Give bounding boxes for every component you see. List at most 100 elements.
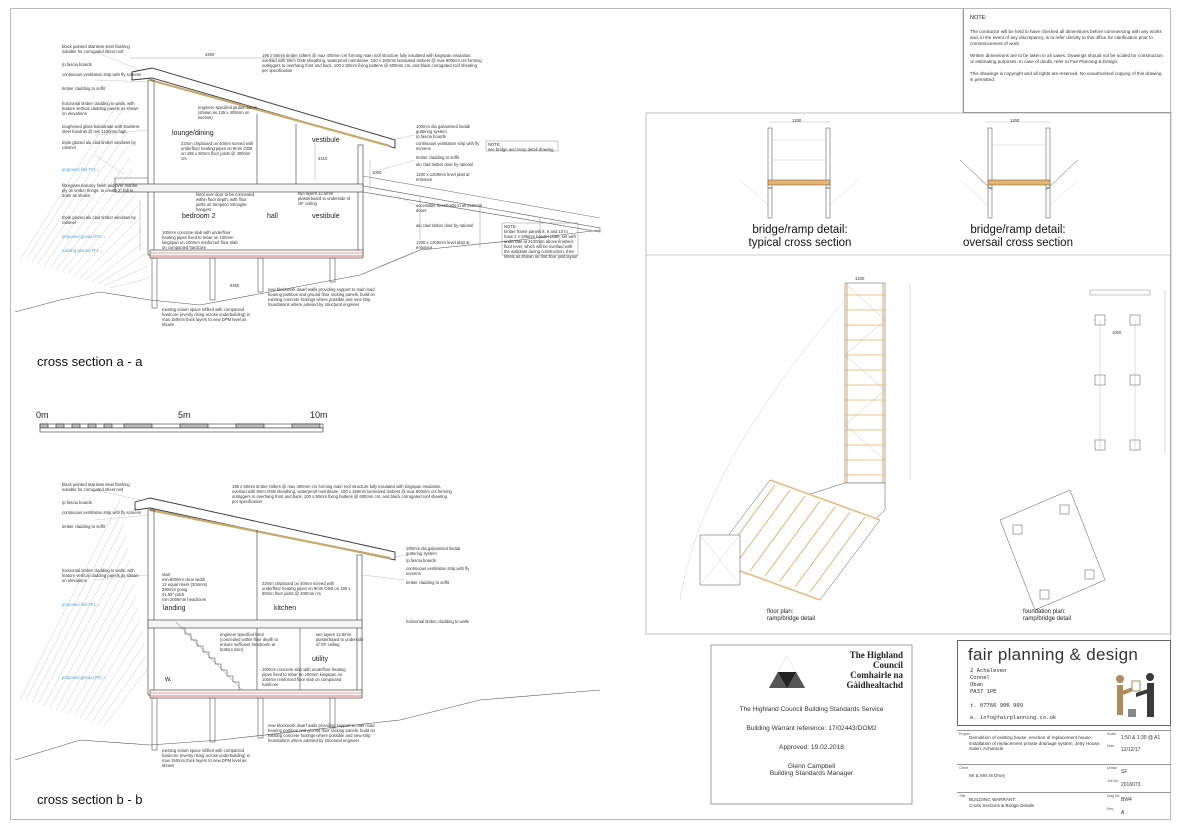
room-vestibule-lower: vestibule [312, 213, 340, 220]
council-name-4: Gàidhealtachd [846, 680, 903, 690]
section-b-piers [151, 697, 336, 751]
tb-client-value: Mr & Mrs M Drury [969, 773, 1006, 778]
room-bedroom-2: bedroom 2 [182, 213, 216, 220]
tb-rev-key: Rev. [1107, 807, 1114, 811]
section-b-note-fascia: rp fascia boards [62, 500, 92, 505]
address-line-3: Oban [970, 682, 984, 688]
tb-dwg-key: Dwg No. [1107, 794, 1121, 798]
oversail-dim: 1200 [1010, 118, 1020, 123]
tb-client-key: Client [959, 766, 968, 770]
tb-row-project: Project Demolition of existing house, er… [957, 730, 1171, 754]
section-a-ramp-rail [362, 175, 601, 219]
section-a-level-ground: proposed ground FFL = [62, 234, 106, 239]
section-b-note-chipboard: 22mm chipboard on 40mm screed with under… [262, 581, 351, 596]
tb-scale-key: Scale [1107, 732, 1116, 736]
section-a-note-vent-r: continuous ventilation strip with fly sc… [416, 141, 480, 151]
section-a-note-slab: 100mm concrete slab with underfloor heat… [162, 230, 238, 250]
section-a-note-windows: triple glazed alu clad timber windows by… [62, 140, 136, 150]
section-b-wall-left [147, 509, 155, 696]
section-b-roof-insulation [149, 508, 391, 560]
section-b-hatch [19, 499, 149, 727]
section-b-title: cross section b - b [37, 792, 143, 807]
section-a-note-fascia-r: rp fascia boards [416, 134, 446, 139]
section-a-note-platt2: 1200 x 1200mm level platt at entrance [416, 240, 470, 250]
approval-text: The Highland Council Building Standards … [711, 706, 912, 777]
section-b-roof [134, 497, 396, 561]
tb-job-value: 2016073 [1121, 782, 1141, 788]
section-a-roof [131, 67, 396, 149]
section-a-title: cross section a - a [37, 354, 143, 369]
section-a-note-vent: continuous ventilation strip with fly sc… [62, 72, 142, 77]
section-a-note-box-2: NOTE: timber frame panels 8, 9 and 10 to… [504, 224, 578, 259]
approval-name: Glenn Campbell [787, 763, 836, 770]
tb-row-client: Client Mr & Mrs M Drury Drawn SF Job No.… [957, 764, 1171, 792]
scale-label-5: 5m [178, 410, 191, 420]
tb-drawn-value: SF [1121, 769, 1128, 775]
section-b-stair [175, 621, 243, 691]
section-a-wall-right [357, 144, 364, 256]
section-b-note-soffit-r: timber cladding to soffit [406, 580, 449, 585]
section-a-note-soffit-r: timber cladding to soffit [416, 155, 459, 160]
tb-date-key: Date [1107, 744, 1115, 748]
section-b-stair-note: stair: min 900mm clear width 12 equal ri… [162, 572, 208, 602]
section-a-note-lintol: lintol over door to be concealed within … [196, 192, 255, 212]
scale-bar [39, 423, 324, 433]
typical-cross-section-drawing [739, 121, 859, 219]
section-a-note-plasterboard: two layers 12.5mm plasterboard to unders… [298, 191, 351, 206]
notes-paragraph-1: The contractor will be held to have chec… [970, 29, 1162, 46]
section-a-roof-insulation [149, 78, 391, 148]
bridge-panel-border [645, 112, 1172, 635]
section-b-note-cladding: horizontal timber cladding to walls, wit… [62, 568, 139, 583]
foundation-dim: 1000 [1112, 330, 1122, 335]
section-a-dim-step: 1000 [372, 170, 382, 175]
figures-logo-icon [1108, 669, 1166, 723]
tb-job-key: Job No. [1107, 779, 1120, 783]
section-a-note-soffit: timber cladding to soffit [62, 86, 105, 91]
practice-brand-block: fair planning & design 2 Achaleven Conne… [957, 640, 1171, 726]
room-vestibule-upper: vestibule [312, 137, 340, 144]
section-a-wall-left [147, 79, 155, 256]
council-name: The Highland Council Comhairle na Gàidhe… [808, 650, 903, 690]
section-a-note-flashing: black painted stainless steel flashing s… [62, 44, 130, 54]
typical-cross-section-title: bridge/ramp detail: typical cross sectio… [748, 224, 852, 249]
practice-phone: t. 07766 906 909 [970, 703, 1023, 709]
oversail-cross-section-drawing [959, 121, 1079, 219]
section-b-note-lintol: engineer specified lintol (concealed wit… [220, 632, 278, 652]
tb-scale-value: 1:50 & 1:30 @ A1 [1121, 735, 1161, 741]
section-a-level-existing: existing ground FFL = [62, 248, 103, 253]
section-b-note-gutter: 100mm dia galvanised lindab guttering sy… [406, 546, 461, 556]
section-a-piers [151, 257, 336, 309]
section-b-note-cladding-r: horizontal timber cladding to walls [406, 619, 469, 624]
section-a-note-thresholds: accessible thresholds to all external do… [416, 203, 483, 213]
section-b-note-solum: existing solum space infilled with compa… [162, 748, 250, 768]
section-a-dim-base: 9450 [230, 283, 240, 288]
tb-date-value: 12/12/17 [1121, 747, 1141, 753]
section-a-ramp-posts [419, 196, 541, 248]
room-hall: hall [267, 213, 278, 220]
section-a-note-door2: alu clad timber door by rationel [416, 223, 474, 228]
notes-paragraph-2: Written dimensions are to be taken in al… [970, 53, 1163, 64]
foundation-plan-label: foundation plan: ramp/bridge detail [1023, 609, 1072, 622]
section-a-note-cladding: horizontal timber cladding to walls, wit… [62, 101, 139, 116]
floor-plan-dim: 1200 [855, 276, 865, 281]
scale-label-10: 10m [310, 410, 328, 420]
title-block: Project Demolition of existing house, er… [957, 730, 1171, 820]
section-b-level-ground: proposed ground FFL = [62, 675, 106, 680]
council-name-2: Council [872, 660, 903, 670]
approval-reference: Building Warrant reference: 17/02443/DOM… [746, 725, 877, 732]
section-a-dim-lines [130, 57, 371, 250]
section-a-note-fascia: rp fascia boards [62, 62, 92, 67]
practice-email: e. info@fairplanning.co.uk [970, 715, 1057, 721]
oversail-cross-section-title: bridge/ramp detail: oversail cross secti… [963, 224, 1073, 249]
tb-dwg-value: BW4 [1121, 797, 1132, 803]
tb-row-title: Title BUILDING WARRANT: Cross Sections &… [957, 792, 1171, 820]
section-b-note-flashing: black painted stainless steel flashing s… [62, 482, 130, 492]
tb-rev-value: A [1121, 810, 1125, 816]
section-a-note-blockwork: new blockwork dwarf walls providing supp… [268, 287, 375, 307]
approval-service: The Highland Council Building Standards … [739, 706, 884, 713]
room-lounge-dining: lounge/dining [172, 130, 214, 137]
section-a-ramp [362, 185, 601, 233]
room-utility: utility [312, 656, 328, 663]
address-line-2: Connel [970, 675, 990, 681]
section-a-balcony [114, 177, 148, 192]
